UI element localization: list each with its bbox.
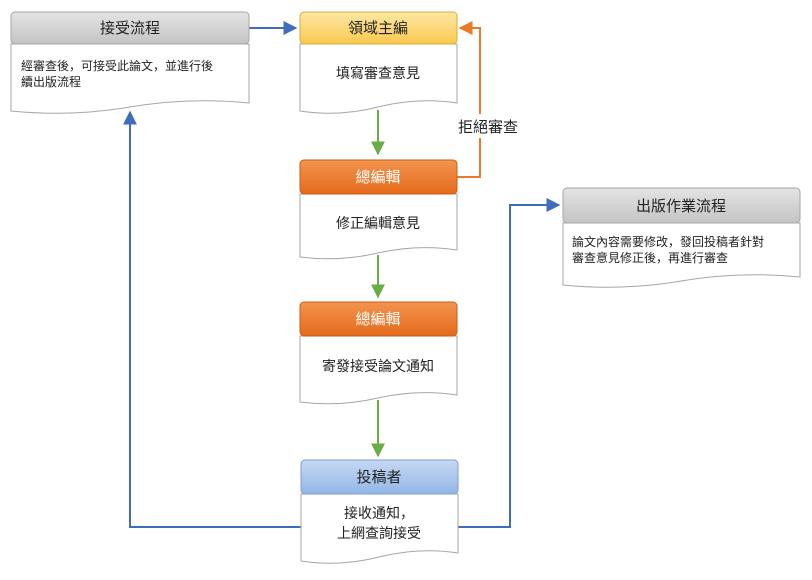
node-chief-editor-2-line-1: 寄發接受論文通知 (322, 358, 434, 375)
node-author-header (300, 459, 459, 495)
node-publish-process: 出版作業流程 論文內容需要修改，發回投稿者針對 審查意見修正後，再進行審查 (562, 187, 801, 288)
reject-review-label: 拒絕審查 (458, 118, 518, 136)
edge-author-to-accept (123, 110, 301, 528)
node-domain-editor-header (299, 11, 458, 45)
node-domain-editor-line-1: 填寫審查意見 (336, 65, 420, 82)
node-accept-header (10, 11, 250, 45)
node-author-line-2: 上網查詢接受 (337, 525, 421, 542)
node-publish-line-2: 審查意見修正後，再進行審查 (572, 250, 728, 265)
node-domain-editor-body (299, 43, 458, 114)
node-domain-editor-title: 領域主編 (348, 19, 408, 37)
node-accept-line-2: 續出版流程 (21, 74, 81, 89)
node-accept-line-1: 經審查後，可接受此論文，並進行後 (21, 58, 213, 73)
node-chief-editor-1-title: 總編輯 (355, 168, 400, 186)
node-publish-body (562, 222, 801, 288)
node-chief-editor-2-header (299, 301, 458, 337)
node-chief-editor-2-title: 總編輯 (355, 310, 400, 328)
node-author-title: 投稿者 (356, 468, 401, 486)
node-chief-editor-1-body (299, 193, 458, 260)
node-chief-editor-2-body (299, 335, 458, 405)
node-domain-editor: 領域主編 填寫審查意見 (299, 11, 458, 114)
node-author-body (300, 493, 459, 564)
node-publish-header (562, 187, 801, 224)
edge-author-to-publish (458, 198, 561, 528)
reject-label-background (446, 114, 530, 138)
node-author-line-1: 接收通知， (344, 505, 414, 522)
node-chief-editor-1: 總編輯 修正編輯意見 (299, 159, 458, 260)
node-publish-line-1: 論文內容需要修改，發回投稿者針對 (572, 234, 764, 249)
node-accept-body (10, 43, 250, 114)
node-chief-editor-1-header (299, 159, 458, 195)
node-publish-title: 出版作業流程 (636, 197, 726, 215)
node-accept-process: 接受流程 經審查後，可接受此論文，並進行後 續出版流程 (10, 11, 250, 114)
node-chief-editor-1-line-1: 修正編輯意見 (336, 215, 420, 232)
edge-reject-review (457, 21, 481, 178)
node-chief-editor-2: 總編輯 寄發接受論文通知 (299, 301, 458, 405)
node-accept-title: 接受流程 (100, 19, 160, 37)
node-author: 投稿者 接收通知， 上網查詢接受 (300, 459, 459, 564)
